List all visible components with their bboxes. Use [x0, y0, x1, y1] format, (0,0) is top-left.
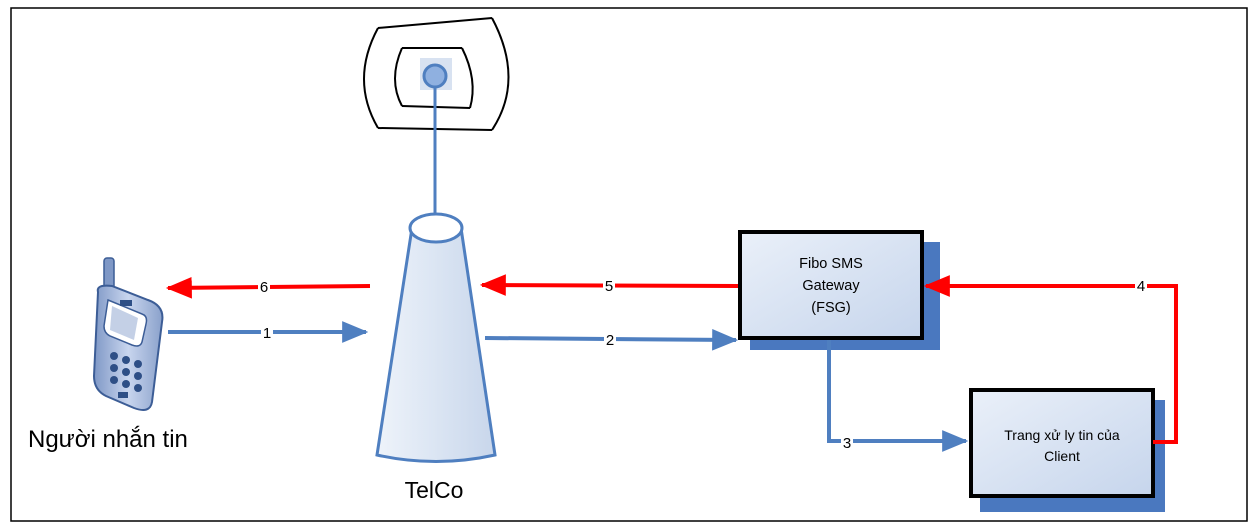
- arrow-5-label: 5: [605, 278, 613, 295]
- gateway-label-line2: Gateway: [802, 278, 860, 294]
- cell-tower-icon: [375, 212, 497, 463]
- gateway-box: [738, 230, 924, 340]
- gateway-node: Fibo SMS Gateway (FSG): [738, 230, 940, 350]
- arrow-number-labels: 1 2 3 4 5 6: [258, 276, 1147, 452]
- arrow-3-label: 3: [843, 435, 851, 452]
- gateway-label-line3: (FSG): [811, 300, 850, 316]
- mobile-phone-icon: [92, 257, 164, 411]
- arrow-3: [827, 340, 969, 452]
- client-label-line1: Trang xử ly tin của: [1004, 427, 1120, 443]
- arrow-2-label: 2: [606, 332, 614, 349]
- client-box: [969, 388, 1155, 498]
- client-label-line2: Client: [1044, 448, 1080, 464]
- arrow-6-label: 6: [260, 279, 268, 296]
- arrow-4: [923, 275, 1178, 444]
- antenna-icon: [363, 17, 510, 220]
- arrow-1-label: 1: [263, 325, 271, 342]
- client-node: Trang xử ly tin của Client: [969, 388, 1165, 512]
- gateway-label-line1: Fibo SMS: [799, 256, 863, 272]
- sender-label: Người nhắn tin: [28, 426, 188, 453]
- arrow-4-label: 4: [1137, 278, 1145, 295]
- telco-label: TelCo: [405, 477, 464, 503]
